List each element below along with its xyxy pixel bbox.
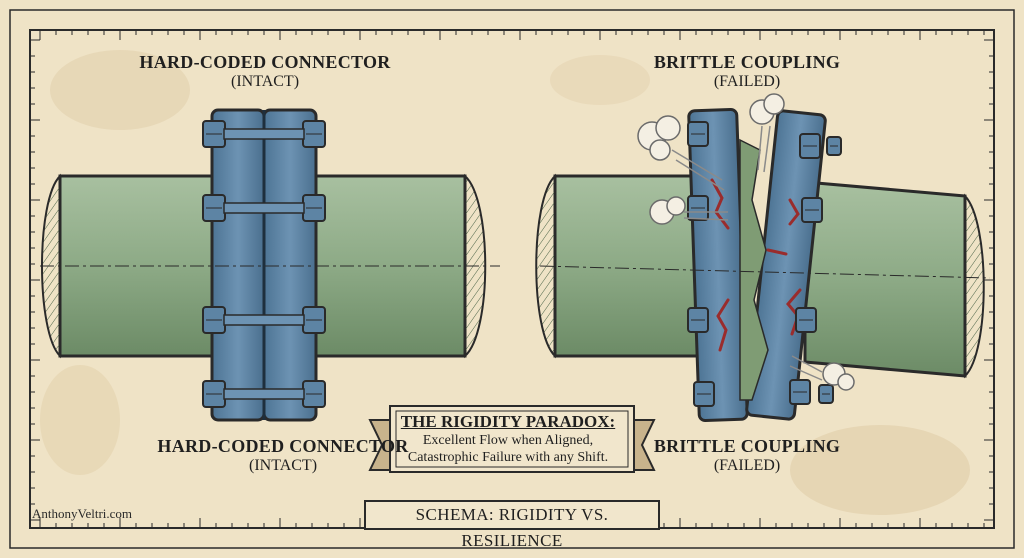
bolt-icon <box>818 384 834 404</box>
banner-line-1: Excellent Flow when Aligned, <box>422 433 594 448</box>
rigidity-paradox-banner: THE RIGIDITY PARADOX: Excellent Flow whe… <box>392 406 624 472</box>
right-pipe-b-end <box>964 193 985 379</box>
left-bottom-label: HARD-CODED CONNECTOR (INTACT) <box>148 436 418 476</box>
steam-jets <box>671 125 823 381</box>
bolt-icon <box>302 120 326 148</box>
bolt-icon <box>202 380 226 408</box>
bolt-icon <box>687 121 709 147</box>
hard-coded-connector-assembly <box>40 108 500 422</box>
left-flange-a <box>210 108 266 422</box>
right-bottom-status: (FAILED) <box>713 457 781 474</box>
bolt-icon <box>302 380 326 408</box>
left-bottom-status: (INTACT) <box>248 457 318 474</box>
right-bottom-title: BRITTLE COUPLING <box>653 436 841 456</box>
left-top-title: HARD-CODED CONNECTOR <box>139 52 391 72</box>
bolt-icon <box>687 195 709 221</box>
right-top-status: (FAILED) <box>713 73 781 90</box>
bolt-icon <box>202 120 226 148</box>
banner-line-2: Catastrophic Failure with any Shift. <box>407 450 609 465</box>
right-top-title: BRITTLE COUPLING <box>653 52 841 72</box>
site-credit: AnthonyVeltri.com <box>32 506 133 521</box>
left-top-status: (INTACT) <box>230 73 300 90</box>
bolt-icon <box>799 133 821 159</box>
bolt-icon <box>302 194 326 222</box>
banner-heading: THE RIGIDITY PARADOX: <box>400 412 616 431</box>
right-bolts <box>687 121 842 407</box>
right-flange-a <box>687 107 749 423</box>
bolt-icon <box>302 306 326 334</box>
right-bottom-label: BRITTLE COUPLING (FAILED) <box>632 436 862 476</box>
bolt-icon <box>202 306 226 334</box>
paper-stains <box>40 50 970 515</box>
bolt-icon <box>789 379 811 405</box>
schema-title-box: SCHEMA: RIGIDITY VS. RESILIENCE <box>364 500 660 550</box>
bolt-icon <box>795 307 817 333</box>
bolt-icon <box>826 136 842 156</box>
right-top-label: BRITTLE COUPLING (FAILED) <box>632 52 862 92</box>
right-pipe-b <box>803 180 967 378</box>
bolt-icon <box>801 197 823 223</box>
bolt-icon <box>202 194 226 222</box>
steam-puffs <box>637 93 855 391</box>
bolt-icon <box>693 381 715 407</box>
bolt-icon <box>687 307 709 333</box>
leak-gap <box>739 138 769 401</box>
left-top-label: HARD-CODED CONNECTOR (INTACT) <box>130 52 400 92</box>
banner-ribbon <box>368 405 656 473</box>
brittle-coupling-assembly <box>535 93 991 423</box>
left-bottom-title: HARD-CODED CONNECTOR <box>157 436 409 456</box>
left-bolts <box>202 120 326 408</box>
left-flange-b <box>262 108 318 422</box>
